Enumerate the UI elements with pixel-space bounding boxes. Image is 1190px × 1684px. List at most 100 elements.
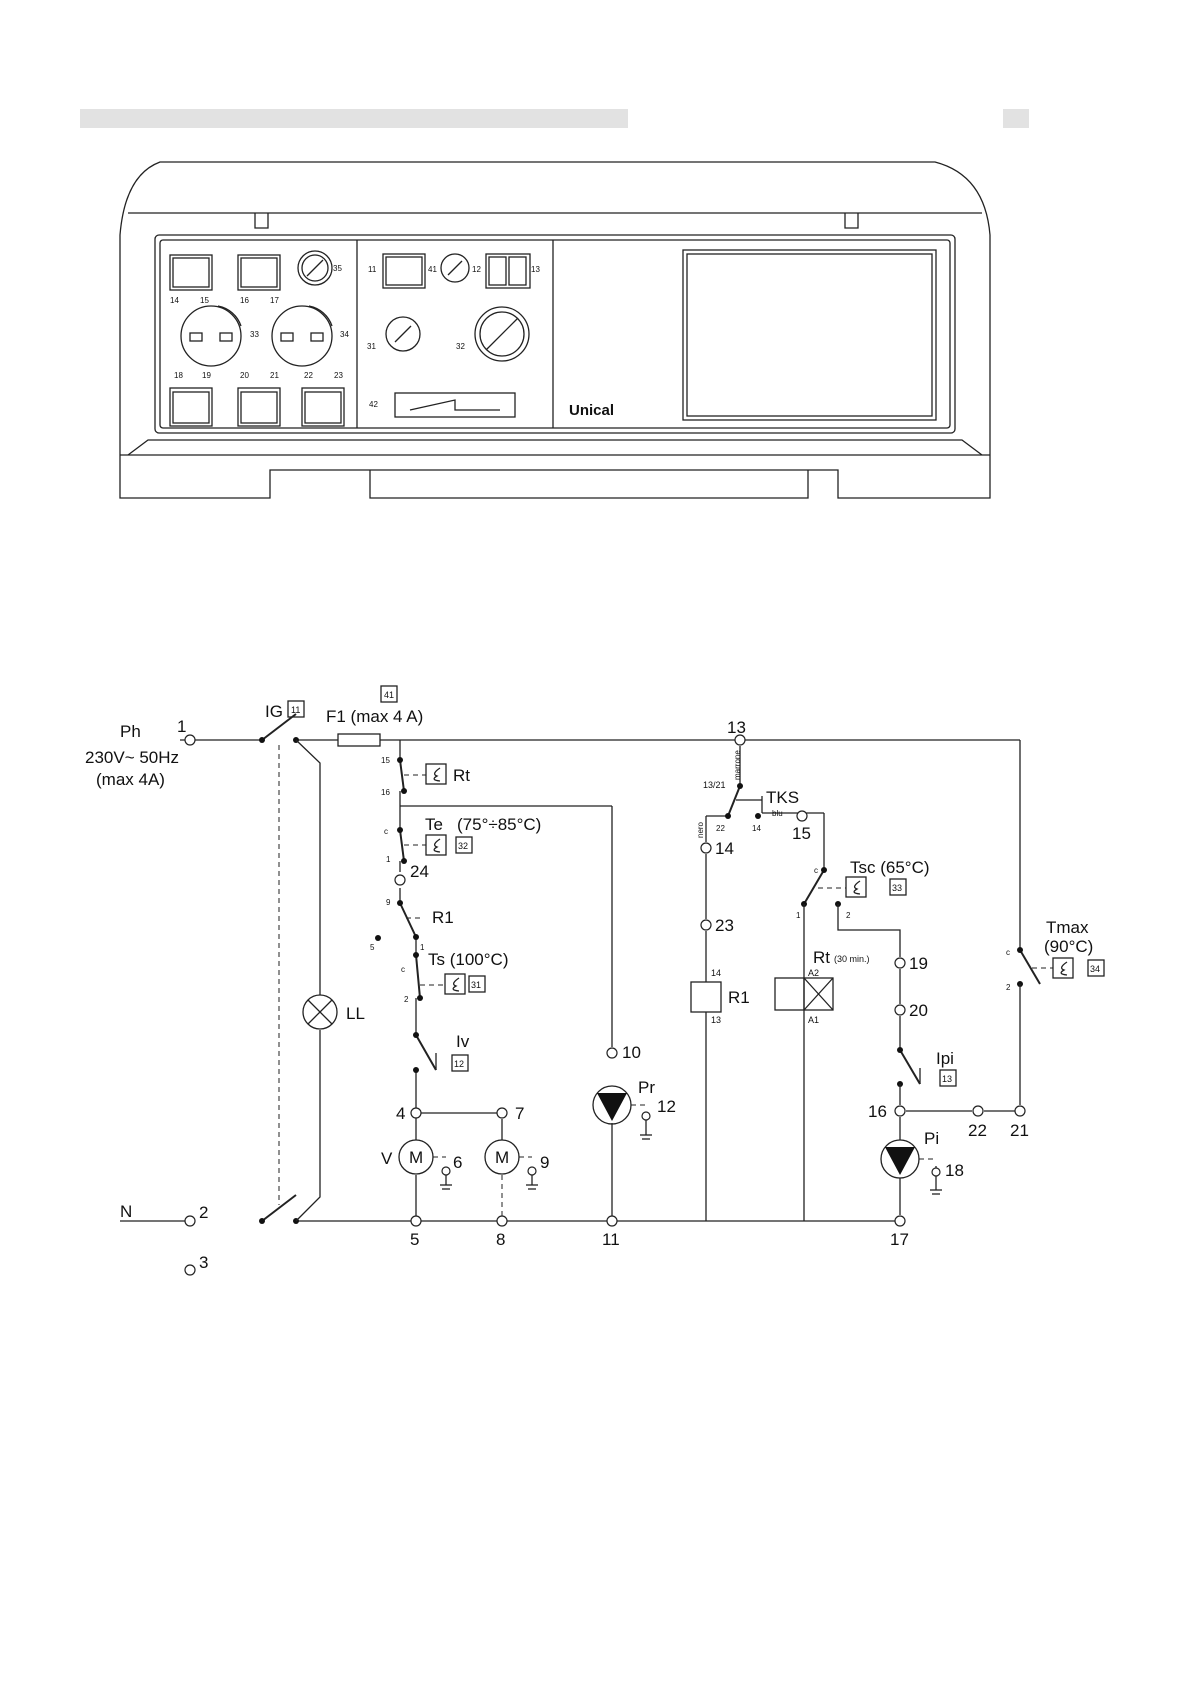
- label-iv: Iv: [456, 1032, 470, 1051]
- terminal-17: 17: [890, 1230, 909, 1249]
- contact-r1-1: 1: [420, 943, 425, 952]
- switch-16-17: [237, 254, 281, 291]
- terminal-4: 4: [396, 1104, 405, 1123]
- terminal-8: 8: [496, 1230, 505, 1249]
- label-14: 14: [170, 296, 179, 305]
- label-voltage: 230V~ 50Hz: [85, 748, 179, 767]
- label-tmax-temp: (90°C): [1044, 937, 1093, 956]
- knob-34: [271, 305, 333, 367]
- contact-tmax-c: c: [1006, 948, 1010, 957]
- tmax-ref: 34: [1090, 964, 1100, 974]
- label-13: 13: [531, 265, 540, 274]
- terminal-24: 24: [410, 862, 429, 881]
- iv-ref: 12: [454, 1059, 464, 1069]
- header-band-right: [1003, 109, 1029, 128]
- ts-ref: 31: [471, 980, 481, 990]
- label-23: 23: [334, 371, 343, 380]
- label-motor-v: M: [409, 1148, 423, 1167]
- label-ts: Ts (100°C): [428, 950, 508, 969]
- label-35: 35: [333, 264, 342, 273]
- te-sensor: [425, 834, 447, 856]
- label-tsc: Tsc (65°C): [850, 858, 930, 877]
- label-blu: blu: [772, 809, 783, 818]
- label-te-range: (75°÷85°C): [457, 815, 541, 834]
- switch-block-12-13: [485, 253, 531, 289]
- terminal-5: 5: [410, 1230, 419, 1249]
- label-21: 21: [270, 371, 279, 380]
- label-f1: F1 (max 4 A): [326, 707, 423, 726]
- iv-ref-box: [451, 1054, 469, 1072]
- fuse-f1: [337, 733, 381, 747]
- panel-face: [154, 234, 956, 434]
- contact-14: 14: [752, 824, 761, 833]
- ts-ref-box: [468, 975, 486, 993]
- knob-31: [385, 316, 421, 352]
- label-ipi: Ipi: [936, 1049, 954, 1068]
- label-34: 34: [340, 330, 349, 339]
- label-r1-coil: R1: [728, 988, 750, 1007]
- label-tks: TKS: [766, 788, 799, 807]
- knob-33: [180, 305, 242, 367]
- control-panel-drawing: 14 15 16 17 35 33 34 18 19 20 21 22 23 1…: [119, 161, 991, 499]
- f1-ref-box: [380, 685, 398, 703]
- label-33: 33: [250, 330, 259, 339]
- ipi-ref: 13: [942, 1074, 952, 1084]
- switch-20-21: [237, 387, 281, 427]
- terminal-15: 15: [792, 824, 811, 843]
- te-ref: 32: [458, 841, 468, 851]
- terminal-13: 13: [727, 718, 746, 737]
- label-42: 42: [369, 400, 378, 409]
- label-ll: LL: [346, 1004, 365, 1023]
- fuse-41: [440, 253, 470, 283]
- label-20: 20: [240, 371, 249, 380]
- label-r1-contact: R1: [432, 908, 454, 927]
- terminal-10: 10: [622, 1043, 641, 1062]
- rt-sensor: [425, 763, 447, 785]
- contact-r1-9: 9: [386, 898, 391, 907]
- terminal-14: 14: [715, 839, 734, 858]
- ig-ref: 11: [291, 705, 300, 715]
- te-ref-box: [455, 836, 473, 854]
- relay-r1: [690, 981, 722, 1013]
- fuse-35: [297, 250, 333, 286]
- label-ph: Ph: [120, 722, 141, 741]
- contact-tmax-2: 2: [1006, 983, 1011, 992]
- label-n: N: [120, 1202, 132, 1221]
- switch-18-19: [169, 387, 213, 427]
- switch-14-15: [169, 254, 213, 291]
- label-a2: A2: [808, 968, 819, 978]
- f1-ref: 41: [384, 690, 394, 700]
- label-11: 11: [368, 265, 377, 274]
- main-switch-11: [382, 253, 426, 289]
- label-12: 12: [472, 265, 481, 274]
- panel-housing: [119, 161, 991, 499]
- ts-sensor: [444, 973, 466, 995]
- contact-tsc-c: c: [814, 866, 818, 875]
- header-band-left: [80, 109, 628, 128]
- contact-r1-14: 14: [711, 968, 721, 978]
- label-pr: Pr: [638, 1078, 655, 1097]
- thermometer-42: [394, 392, 516, 418]
- label-32: 32: [456, 342, 465, 351]
- label-ig: IG: [265, 702, 283, 721]
- label-16: 16: [240, 296, 249, 305]
- contact-ts-c: c: [401, 965, 405, 974]
- label-15: 15: [200, 296, 209, 305]
- terminal-3: 3: [199, 1253, 208, 1272]
- terminal-23: 23: [715, 916, 734, 935]
- tsc-sensor: [845, 876, 867, 898]
- contact-ts-2: 2: [404, 995, 409, 1004]
- terminal-1: 1: [177, 717, 186, 736]
- tmax-ref-box: [1087, 959, 1105, 977]
- label-22: 22: [304, 371, 313, 380]
- terminal-6: 6: [453, 1153, 462, 1172]
- ipi-ref-box: [939, 1069, 957, 1087]
- label-max-current: (max 4A): [96, 770, 165, 789]
- label-31: 31: [367, 342, 376, 351]
- switch-22-23: [301, 387, 345, 427]
- contact-r1-5: 5: [370, 943, 375, 952]
- label-motor-m: M: [495, 1148, 509, 1167]
- terminal-2: 2: [199, 1203, 208, 1222]
- contact-tsc-1: 1: [796, 911, 801, 920]
